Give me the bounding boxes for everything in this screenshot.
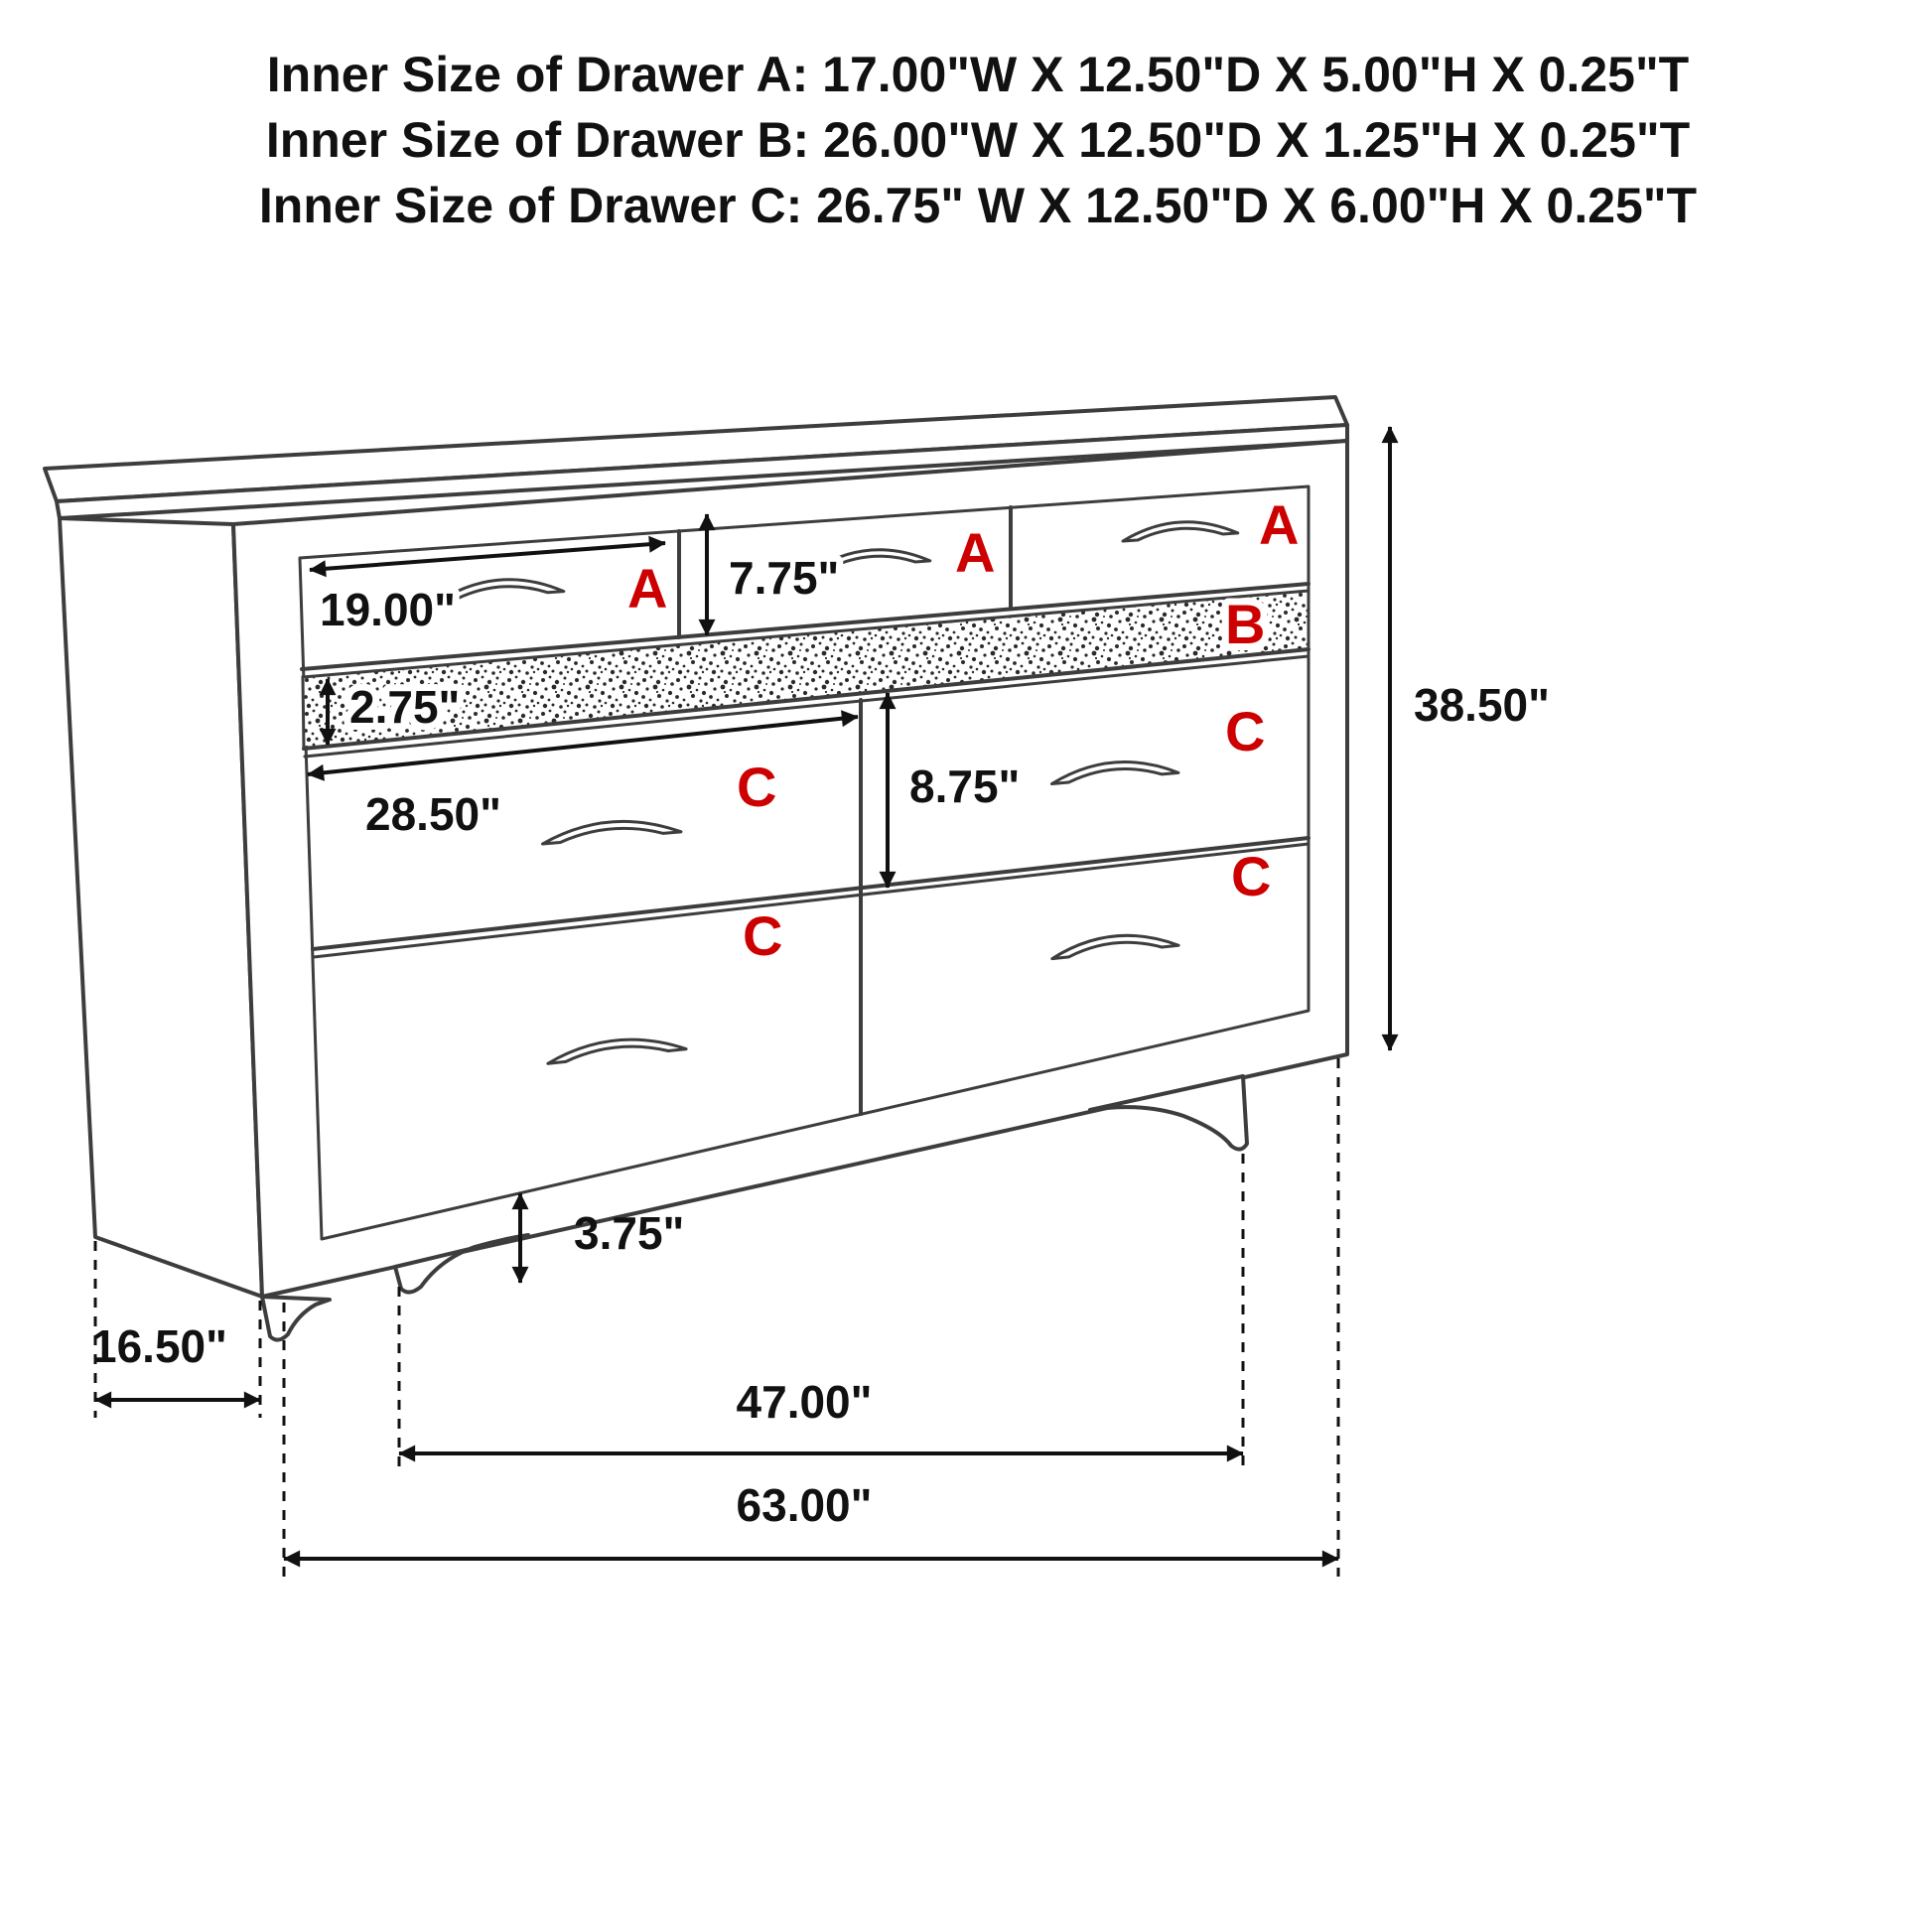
dim-drawer-a-height-label: 7.75" xyxy=(729,552,839,604)
dim-drawer-c-width-arrow xyxy=(307,710,859,781)
dim-overall-height-label: 38.50" xyxy=(1414,679,1550,731)
header: Inner Size of Drawer A: 17.00"W X 12.50"… xyxy=(259,47,1697,233)
dim-drawer-c-height-label: 8.75" xyxy=(909,760,1020,812)
dim-foot-span-label: 47.00" xyxy=(737,1376,873,1428)
front-right-foot xyxy=(1088,1074,1249,1152)
drawer-c-upper-right-label: C xyxy=(1225,700,1265,762)
drawer-a-top-middle-handle xyxy=(813,548,932,571)
front-center-foot xyxy=(393,1233,530,1295)
dresser-side-panel xyxy=(58,516,264,1299)
dim-drawer-c-width-label: 28.50" xyxy=(365,788,501,840)
rail-between-c-rows-upper xyxy=(311,836,1311,951)
dresser-drawing xyxy=(43,395,1349,1342)
drawer-c-upper-right-handle xyxy=(1049,760,1180,786)
header-line-drawer-b: Inner Size of Drawer B: 26.00"W X 12.50"… xyxy=(266,112,1690,168)
dimension-annotations: 19.00" 7.75" 2.75" 28.50" 8.75" 38.50" 3… xyxy=(91,426,1550,1577)
drawer-c-lower-right-label: C xyxy=(1231,845,1271,907)
rail-below-a-row xyxy=(300,582,1311,671)
dim-drawer-a-width-arrow xyxy=(309,535,666,578)
rail-between-c-rows-lower xyxy=(312,842,1311,959)
drawer-a-top-right-label: A xyxy=(1259,493,1299,556)
drawer-a-top-right-handle xyxy=(1121,520,1240,543)
header-line-drawer-a: Inner Size of Drawer A: 17.00"W X 12.50"… xyxy=(267,47,1689,102)
drawer-letter-labels: A A A B C C C C xyxy=(627,493,1299,967)
drawer-c-lower-left-label: C xyxy=(743,904,782,967)
drawer-a-top-middle-label: A xyxy=(955,521,995,584)
front-left-corner-foot xyxy=(260,1295,332,1342)
dim-overall-depth-label: 16.50" xyxy=(91,1320,227,1372)
drawer-a-top-left-handle xyxy=(439,578,566,602)
drawer-a-top-left-label: A xyxy=(627,557,667,620)
drawer-c-lower-right-handle xyxy=(1050,933,1180,961)
glitter-strip-b-label: B xyxy=(1225,593,1265,655)
dim-strip-b-height-label: 2.75" xyxy=(349,681,460,733)
header-line-drawer-c: Inner Size of Drawer C: 26.75" W X 12.50… xyxy=(259,178,1697,233)
dim-overall-width-label: 63.00" xyxy=(737,1479,873,1531)
drawer-c-upper-left-handle xyxy=(540,819,683,846)
drawer-c-lower-left-handle xyxy=(546,1037,688,1065)
drawer-c-upper-left-label: C xyxy=(737,756,776,818)
dim-drawer-a-width-label: 19.00" xyxy=(320,584,456,635)
dim-foot-height-label: 3.75" xyxy=(574,1207,684,1259)
